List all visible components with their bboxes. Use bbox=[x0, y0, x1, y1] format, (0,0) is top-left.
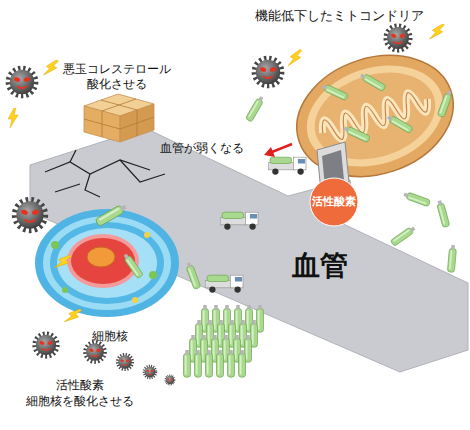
annotation-label: 血管が弱くなる bbox=[160, 141, 270, 157]
active-oxygen-monster bbox=[387, 27, 409, 49]
oxygen-cylinder bbox=[207, 320, 214, 347]
oxygen-cylinder bbox=[240, 320, 247, 347]
mitochondrion-node: 機能低下したミトコンドリア bbox=[255, 4, 460, 199]
organelle-dot bbox=[144, 232, 150, 238]
oxygen-cylinder bbox=[201, 335, 208, 362]
oxygen-cylinder bbox=[390, 225, 416, 246]
active-oxygen-monster bbox=[145, 367, 156, 378]
active-oxygen-monster bbox=[10, 70, 35, 95]
oxygen-cylinder bbox=[239, 350, 246, 377]
lightning-bolt bbox=[428, 21, 447, 43]
outer-membrane bbox=[281, 36, 469, 196]
cell-nucleus-node: 細胞核 bbox=[35, 205, 185, 350]
box-edge bbox=[102, 99, 136, 111]
oxygen-cylinder bbox=[447, 245, 456, 273]
nuclear-envelope bbox=[67, 234, 139, 288]
cylinder-rack bbox=[184, 305, 264, 377]
oxygen-cylinder bbox=[223, 335, 230, 362]
active-oxygen-monster bbox=[118, 355, 132, 369]
node-outline bbox=[255, 4, 460, 199]
node-label: 細胞核 bbox=[75, 329, 145, 345]
oxygen-cylinder bbox=[202, 305, 209, 332]
nucleus bbox=[71, 238, 135, 284]
truck bbox=[268, 157, 306, 175]
oxygen-cylinder bbox=[195, 350, 202, 377]
oxygen-cylinder bbox=[218, 320, 225, 347]
crista-edge bbox=[319, 88, 431, 145]
oxygen-cylinder bbox=[403, 191, 431, 207]
lightning-bolt bbox=[8, 108, 18, 128]
active-oxygen-badge bbox=[310, 178, 358, 226]
endoplasmic-reticulum bbox=[57, 228, 157, 298]
direction-arrowhead bbox=[264, 147, 275, 157]
oxygen-cylinder bbox=[245, 95, 265, 122]
endoplasmic-reticulum bbox=[43, 216, 171, 310]
node-label: 悪玉コレステロール 酸化させる bbox=[62, 62, 172, 92]
oxygen-cylinder bbox=[196, 320, 203, 347]
crista bbox=[319, 88, 431, 145]
lightning-bolt bbox=[286, 47, 304, 69]
oxygen-cylinder bbox=[228, 350, 235, 377]
oxygen-cylinder bbox=[224, 305, 231, 332]
box-side bbox=[84, 106, 120, 142]
active-oxygen-monster bbox=[256, 60, 281, 85]
active-oxygen-monster bbox=[86, 343, 104, 361]
oxygen-cylinder bbox=[436, 200, 450, 228]
node-label: 活性酸素 bbox=[309, 195, 359, 209]
mitochondrion-body bbox=[281, 36, 469, 196]
lightning-bolt bbox=[42, 57, 61, 79]
oxygen-cylinder bbox=[212, 335, 219, 362]
cholesterol-boxes-node: 悪玉コレステロール 酸化させる bbox=[62, 62, 172, 144]
box-edge bbox=[101, 100, 137, 110]
oxygen-cylinder bbox=[217, 350, 224, 377]
direction-arrow bbox=[272, 144, 292, 152]
oxygen-cylinder bbox=[213, 305, 220, 332]
active-oxygen-monster bbox=[166, 376, 174, 384]
oxygen-cylinder bbox=[206, 350, 213, 377]
organelle-dot bbox=[149, 271, 157, 279]
nucleolus bbox=[87, 247, 115, 267]
active-oxygen-node: 活性酸素 bbox=[309, 177, 359, 227]
organelle-dot bbox=[51, 241, 59, 249]
annotation-label: 活性酸素 細胞核を酸化させる bbox=[10, 378, 150, 409]
node-label: 血管 bbox=[292, 248, 372, 284]
oxygen-cylinder bbox=[246, 305, 253, 332]
organelle-dot bbox=[132, 297, 138, 303]
blood-vessel-road bbox=[30, 128, 468, 372]
oxygen-cylinder bbox=[229, 320, 236, 347]
organelle-dot bbox=[62, 287, 68, 293]
oxygen-cylinder bbox=[251, 320, 258, 347]
oxygen-cylinder bbox=[234, 335, 241, 362]
box-edge bbox=[84, 119, 120, 129]
box-edge bbox=[120, 117, 154, 129]
oxygen-cylinder bbox=[190, 335, 197, 362]
oxygen-cylinder bbox=[184, 350, 191, 377]
oxygen-cylinder bbox=[245, 335, 252, 362]
endoplasmic-reticulum bbox=[50, 222, 164, 304]
node-label: 機能低下したミトコンドリア bbox=[255, 8, 460, 24]
oxygen-cylinder bbox=[235, 305, 242, 332]
active-oxygen-monster bbox=[36, 335, 56, 355]
endoplasmic-reticulum bbox=[35, 209, 179, 317]
node-outline bbox=[35, 205, 185, 350]
